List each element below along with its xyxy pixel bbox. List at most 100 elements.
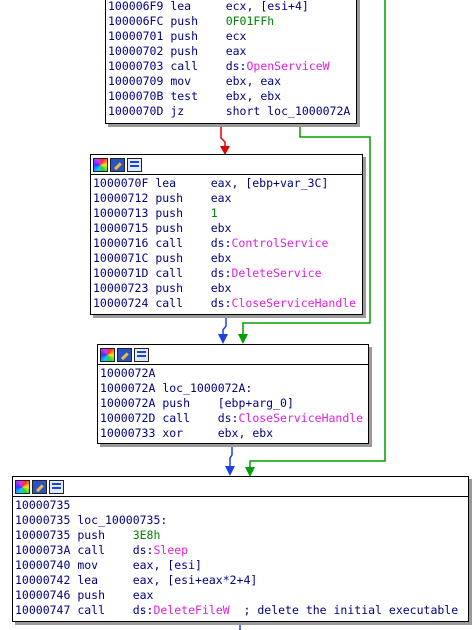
- instruction-line[interactable]: 1000071C push ebx: [93, 251, 362, 266]
- address-text: 100006F9: [108, 0, 171, 13]
- operand-text[interactable]: ebx, ebx: [217, 426, 274, 440]
- mnemonic-text: call: [155, 296, 211, 310]
- edit-icon[interactable]: [32, 479, 47, 494]
- operand-text[interactable]: eax, [esi+eax*2+4]: [132, 573, 258, 587]
- operand-text[interactable]: eax: [225, 44, 247, 58]
- operand-text[interactable]: eax, [ebp+var_3C]: [210, 176, 329, 190]
- mnemonic-text: lea: [170, 0, 226, 13]
- imported-function-name[interactable]: CloseServiceHandle: [231, 296, 357, 310]
- color-palette-icon[interactable]: [15, 479, 30, 494]
- address-text: 1000070D: [108, 104, 171, 118]
- address-text: 10000715: [93, 221, 156, 235]
- operand-text[interactable]: eax: [132, 588, 154, 602]
- imported-function-name[interactable]: DeleteService: [231, 266, 322, 280]
- imported-function-name[interactable]: Sleep: [153, 543, 189, 557]
- graph-icon[interactable]: [127, 157, 142, 172]
- operand-text[interactable]: ebx, eax: [225, 74, 282, 88]
- edit-icon[interactable]: [110, 157, 125, 172]
- address-text: 10000735: [15, 528, 78, 542]
- mnemonic-text: call: [162, 411, 218, 425]
- instruction-line[interactable]: 10000735: [15, 498, 468, 513]
- operand-text[interactable]: ebx, ebx: [225, 89, 282, 103]
- instruction-line[interactable]: 1000070D jz short loc_1000072A: [108, 104, 356, 119]
- arrowhead-green-1: [238, 334, 248, 344]
- operand-text[interactable]: ecx: [225, 29, 247, 43]
- numeric-operand: 3E8h: [132, 528, 161, 542]
- instruction-line[interactable]: 1000072A: [100, 366, 368, 381]
- operand-text[interactable]: loc_10000735:: [77, 513, 168, 527]
- address-text: 10000713: [93, 206, 156, 220]
- operand-text[interactable]: [ebp+arg_0]: [217, 396, 294, 410]
- operand-text[interactable]: ds:: [210, 296, 232, 310]
- instruction-line[interactable]: 10000735 push 3E8h: [15, 528, 468, 543]
- instruction-line[interactable]: 10000712 push eax: [93, 191, 362, 206]
- instruction-line[interactable]: 10000746 push eax: [15, 588, 468, 603]
- operand-text[interactable]: ds:: [225, 59, 247, 73]
- imported-function-name[interactable]: OpenServiceW: [246, 59, 330, 73]
- edge-fallthrough-1: [222, 315, 227, 336]
- instruction-line[interactable]: 1000073A call ds:Sleep: [15, 543, 468, 558]
- mnemonic-text: push: [155, 251, 211, 265]
- mnemonic-text: push: [155, 221, 211, 235]
- instruction-line[interactable]: 10000715 push ebx: [93, 221, 362, 236]
- address-text: 10000709: [108, 74, 171, 88]
- instruction-line[interactable]: 100006F9 lea ecx, [esi+4]: [108, 0, 356, 14]
- operand-text[interactable]: ds:: [210, 236, 232, 250]
- instruction-line[interactable]: 10000716 call ds:ControlService: [93, 236, 362, 251]
- graph-icon[interactable]: [134, 347, 149, 362]
- imported-function-name[interactable]: ControlService: [231, 236, 329, 250]
- block-header: [13, 477, 468, 497]
- imported-function-name[interactable]: CloseServiceHandle: [238, 411, 364, 425]
- instruction-line[interactable]: 10000724 call ds:CloseServiceHandle: [93, 296, 362, 311]
- operand-text[interactable]: ebx: [210, 221, 232, 235]
- instruction-line[interactable]: 1000070F lea eax, [ebp+var_3C]: [93, 176, 362, 191]
- operand-text[interactable]: ds:: [132, 543, 154, 557]
- edit-icon[interactable]: [117, 347, 132, 362]
- arrowhead-red: [220, 146, 230, 155]
- mnemonic-text: mov: [170, 74, 226, 88]
- comment-text: ; delete the initial executable: [229, 603, 459, 617]
- instruction-line[interactable]: 10000747 call ds:DeleteFileW ; delete th…: [15, 603, 468, 618]
- instruction-line[interactable]: 10000702 push eax: [108, 44, 356, 59]
- instruction-line[interactable]: 10000733 xor ebx, ebx: [100, 426, 368, 441]
- imported-function-name[interactable]: DeleteFileW: [153, 603, 230, 617]
- mnemonic-text: test: [170, 89, 226, 103]
- code-block-controlservice[interactable]: 1000070F lea eax, [ebp+var_3C]10000712 p…: [90, 154, 363, 315]
- operand-text[interactable]: short loc_1000072A: [225, 104, 351, 118]
- operand-text[interactable]: eax, [esi]: [132, 558, 202, 572]
- instruction-line[interactable]: 10000709 mov ebx, eax: [108, 74, 356, 89]
- instruction-line[interactable]: 100006FC push 0F01FFh: [108, 14, 356, 29]
- instruction-line[interactable]: 10000740 mov eax, [esi]: [15, 558, 468, 573]
- color-palette-icon[interactable]: [100, 347, 115, 362]
- operand-text[interactable]: loc_1000072A:: [162, 381, 253, 395]
- instruction-line[interactable]: 10000723 push ebx: [93, 281, 362, 296]
- code-block-openservice[interactable]: 100006F9 lea ecx, [esi+4]100006FC push 0…: [105, 0, 357, 124]
- operand-text[interactable]: ds:: [132, 603, 154, 617]
- operand-text[interactable]: ds:: [217, 411, 239, 425]
- instruction-line[interactable]: 10000703 call ds:OpenServiceW: [108, 59, 356, 74]
- operand-text[interactable]: ebx: [210, 281, 232, 295]
- block-header: [91, 155, 362, 175]
- operand-text[interactable]: ecx, [esi+4]: [225, 0, 309, 13]
- instruction-line[interactable]: 1000072A push [ebp+arg_0]: [100, 396, 368, 411]
- instruction-line[interactable]: 1000072D call ds:CloseServiceHandle: [100, 411, 368, 426]
- instruction-line[interactable]: 1000072A loc_1000072A:: [100, 381, 368, 396]
- instruction-line[interactable]: 1000070B test ebx, ebx: [108, 89, 356, 104]
- address-text: 10000723: [93, 281, 156, 295]
- graph-icon[interactable]: [49, 479, 64, 494]
- instruction-line[interactable]: 1000071D call ds:DeleteService: [93, 266, 362, 281]
- arrowhead-blue-2: [225, 466, 235, 476]
- instruction-line[interactable]: 10000735 loc_10000735:: [15, 513, 468, 528]
- color-palette-icon[interactable]: [93, 157, 108, 172]
- mnemonic-text: push: [170, 14, 226, 28]
- operand-text[interactable]: ds:: [210, 266, 232, 280]
- operand-text[interactable]: ebx: [210, 251, 232, 265]
- instruction-line[interactable]: 10000713 push 1: [93, 206, 362, 221]
- address-text: 1000073A: [15, 543, 78, 557]
- instruction-line[interactable]: 10000742 lea eax, [esi+eax*2+4]: [15, 573, 468, 588]
- operand-text[interactable]: eax: [210, 191, 232, 205]
- mnemonic-text: push: [155, 281, 211, 295]
- instruction-line[interactable]: 10000701 push ecx: [108, 29, 356, 44]
